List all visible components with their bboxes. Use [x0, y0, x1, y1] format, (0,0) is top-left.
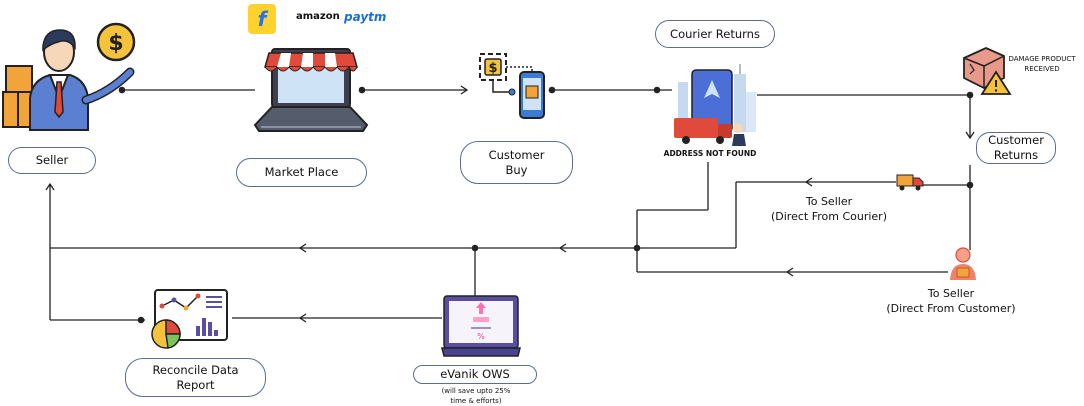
seller-label: Seller	[35, 153, 69, 167]
svg-text:%: %	[477, 332, 485, 341]
svg-text:$: $	[108, 31, 123, 56]
svg-text:$: $	[488, 61, 497, 76]
seller-node[interactable]: Seller	[8, 147, 96, 174]
damaged-box-icon	[963, 47, 1012, 95]
evanik-note-1: (will save upto 25%	[441, 387, 511, 395]
market-place-node[interactable]: Market Place	[236, 158, 367, 187]
customer-returns-label-1: Customer	[988, 133, 1044, 147]
customer-icon	[950, 247, 976, 280]
reconcile-label-1: Reconcile Data	[152, 362, 239, 377]
city-delivery-icon	[674, 64, 756, 146]
damage-product-label-1: DAMAGE PRODUCT	[1008, 55, 1076, 63]
to-seller-customer-label-2: (Direct From Customer)	[886, 302, 1016, 315]
laptop-store-icon	[253, 48, 369, 132]
courier-returns-label: Courier Returns	[670, 26, 760, 41]
flipkart-logo: f	[248, 4, 276, 34]
customer-returns-node[interactable]: Customer Returns	[976, 132, 1056, 164]
customer-returns-label-2: Returns	[993, 148, 1039, 162]
damage-product-label-2: RECEIVED	[1024, 65, 1060, 73]
paytm-logo: paytm	[344, 10, 387, 24]
market-place-label: Market Place	[264, 165, 339, 179]
evanik-note: (will save upto 25% time & efforts)	[420, 386, 532, 406]
customer-buy-label-1: Customer	[488, 147, 545, 162]
customer-buy-node[interactable]: Customer Buy	[460, 141, 573, 184]
damage-product-label: DAMAGE PRODUCT RECEIVED	[1000, 54, 1084, 74]
courier-returns-node[interactable]: Courier Returns	[655, 20, 775, 48]
address-not-found-label: ADDRESS NOT FOUND	[663, 149, 757, 158]
to-seller-courier-label: To Seller (Direct From Courier)	[756, 194, 902, 224]
amazon-logo: amazon	[296, 11, 340, 22]
evanik-note-2: time & efforts)	[450, 397, 502, 405]
mobile-payment-icon: $	[479, 53, 545, 119]
monitor-icon: %	[441, 295, 521, 357]
to-seller-courier-label-2: (Direct From Courier)	[770, 210, 887, 223]
evanik-ows-label: eVanik OWS	[440, 367, 510, 381]
to-seller-customer-label: To Seller (Direct From Customer)	[876, 286, 1026, 316]
analytics-report-icon	[151, 289, 228, 349]
to-seller-courier-label-1: To Seller	[805, 195, 853, 208]
dollar-coin-icon: $	[96, 22, 136, 62]
to-seller-customer-label-1: To Seller	[927, 287, 975, 300]
businessman-icon	[2, 29, 135, 131]
evanik-ows-node[interactable]: eVanik OWS	[413, 365, 537, 384]
reconcile-label-2: Report	[176, 377, 215, 392]
delivery-truck-icon	[896, 174, 924, 191]
reconcile-report-node[interactable]: Reconcile Data Report	[125, 358, 266, 397]
customer-buy-label-2: Buy	[505, 162, 528, 177]
